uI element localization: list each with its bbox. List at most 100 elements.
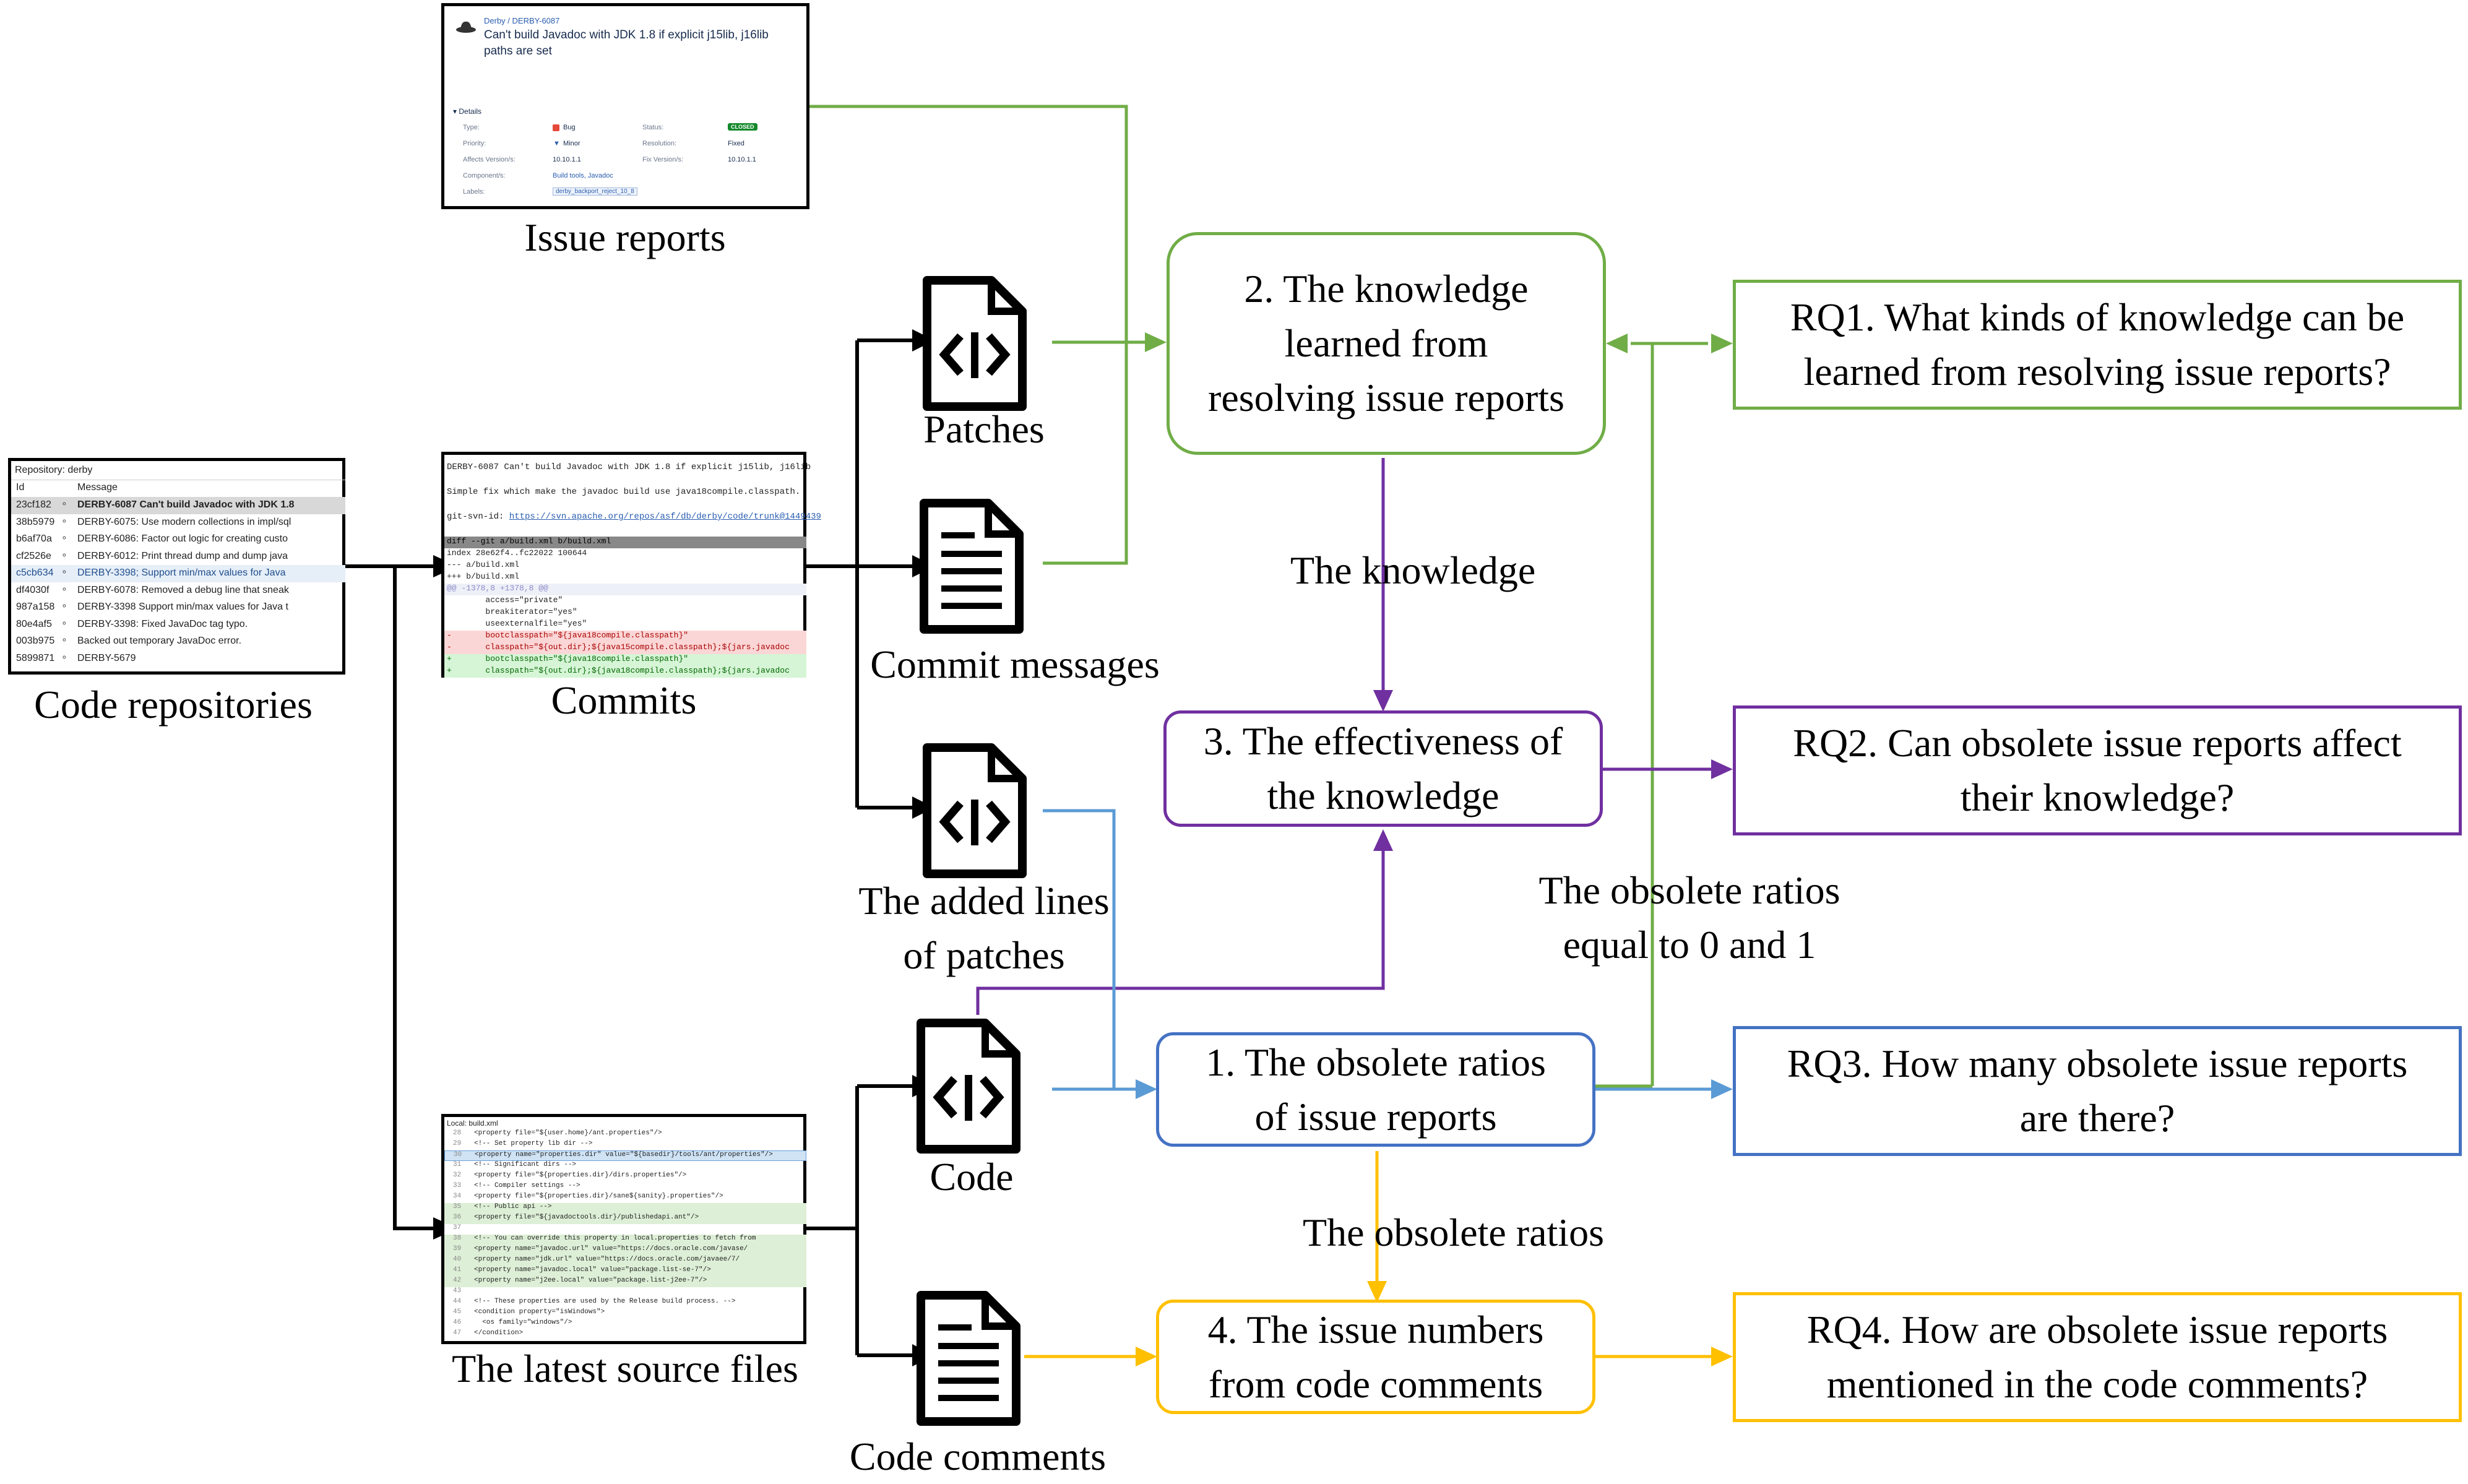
diff-line: useexternalfile="yes"	[447, 619, 587, 628]
commit-message: DERBY-5679	[77, 652, 136, 663]
code-repositories-label: Code repositories	[34, 683, 313, 727]
details-toggle[interactable]: ▾ Details	[453, 107, 481, 116]
label-tag[interactable]: derby_backport_reject_10_8	[553, 188, 637, 196]
column-header-id[interactable]: Id	[16, 482, 25, 493]
code-line: 28<property file="${user.home}/ant.prope…	[444, 1129, 806, 1140]
code-text: <property file="${properties.dir}/dirs.p…	[474, 1171, 687, 1179]
code-label: Code	[930, 1155, 1014, 1199]
line-number: 34	[453, 1193, 462, 1200]
step-4-text: 4. The issue numbers from code comments	[1207, 1307, 1544, 1406]
rq2-text: RQ2. Can obsolete issue reports affect t…	[1793, 721, 2402, 819]
line-number: 41	[453, 1266, 462, 1274]
svn-link[interactable]: https://svn.apache.org/repos/asf/db/derb…	[509, 512, 821, 522]
code-line: 31<!-- Significant dirs -->	[444, 1161, 806, 1171]
commit-message: DERBY-6075: Use modern collections in im…	[77, 516, 291, 527]
code-text: <os family="windows"/>	[474, 1319, 572, 1326]
rq3-text: RQ3. How many obsolete issue reports are…	[1787, 1042, 2408, 1140]
commit-id: 987a158	[16, 602, 55, 612]
graph-node-icon: ⚬	[61, 516, 68, 526]
commit-id: 003b975	[16, 636, 55, 646]
step-3-effectiveness-box: 3. The effectiveness of the knowledge	[1163, 710, 1603, 827]
commit-message: DERBY-6078: Removed a debug line that sn…	[77, 584, 289, 595]
table-row[interactable]: 5899871 ⚬ DERBY-5679	[11, 650, 345, 668]
document-icon	[919, 498, 1024, 634]
code-line[interactable]: 30<property name="properties.dir" value=…	[444, 1150, 806, 1161]
field-row: Labels: derby_backport_reject_10_8	[463, 188, 809, 204]
line-number: 46	[453, 1319, 462, 1326]
line-number: 28	[453, 1129, 462, 1137]
code-line: 41 <property name="javadoc.local" value="…	[444, 1266, 806, 1277]
code-text: <condition property="isWindows">	[474, 1308, 605, 1316]
commits-label: Commits	[551, 678, 697, 722]
field-value: Minor	[563, 140, 580, 147]
table-row[interactable]: 80e4af5 ⚬ DERBY-3398: Fixed JavaDoc tag …	[11, 616, 345, 634]
chevron-down-icon: ▾	[453, 107, 459, 116]
field-row: Type: Bug Status: CLOSED	[463, 123, 809, 140]
diff-line: - bootclasspath="${java18compile.classpa…	[444, 631, 806, 642]
diff-line: @@ -1378,8 +1378,8 @@	[444, 584, 806, 595]
edge-label-obsolete-ratios-01-line-1: The obsolete ratios	[1538, 868, 1840, 912]
added-lines-label-2: of patches	[903, 933, 1065, 977]
details-label: Details	[459, 107, 482, 116]
bug-icon	[553, 124, 559, 131]
commit-id: cf2526e	[16, 550, 51, 561]
code-text: <property name="javadoc.local" value="pa…	[474, 1266, 711, 1274]
code-line: 40 <property name="jdk.url" value="https:…	[444, 1256, 806, 1266]
field-key: Labels:	[463, 188, 485, 196]
field-key: Status:	[642, 124, 664, 131]
latest-source-files-label: The latest source files	[452, 1347, 798, 1391]
step-2-text: 2. The knowledge learned from resolving …	[1208, 267, 1564, 420]
issue-reports-label: Issue reports	[524, 215, 726, 259]
column-header-message[interactable]: Message	[77, 482, 118, 493]
code-line: 36<property file="${javadoctools.dir}/pu…	[444, 1214, 806, 1224]
commit-id: 23cf182	[16, 499, 51, 510]
diff-line: access="private"	[447, 595, 563, 605]
table-row[interactable]: 38b5979 ⚬ DERBY-6075: Use modern collect…	[11, 514, 345, 532]
commit-screenshot: DERBY-6087 Can't build Javadoc with JDK …	[441, 452, 821, 678]
line-number: 43	[453, 1287, 462, 1295]
code-comments-label: Code comments	[849, 1434, 1107, 1478]
step-2-knowledge-box: 2. The knowledge learned from resolving …	[1167, 232, 1606, 455]
component-link[interactable]: Build tools, Javadoc	[553, 172, 613, 179]
graph-node-icon: ⚬	[61, 652, 68, 662]
code-line: 34<property file="${properties.dir}/sane…	[444, 1193, 806, 1203]
code-text: <!-- Compiler settings -->	[474, 1182, 580, 1189]
graph-node-icon: ⚬	[61, 584, 68, 594]
issue-type-icon	[455, 20, 477, 33]
table-row[interactable]: cf2526e ⚬ DERBY-6012: Print thread dump …	[11, 548, 345, 566]
code-line: 46 <os family="windows"/>	[444, 1319, 806, 1329]
diff-line: index 28e62f4..fc22022 100644	[447, 548, 587, 558]
table-row[interactable]: 987a158 ⚬ DERBY-3398 Support min/max val…	[11, 599, 345, 616]
table-row[interactable]: 003b975 ⚬ Backed out temporary JavaDoc e…	[11, 633, 345, 650]
step-4-issue-numbers-box: 4. The issue numbers from code comments	[1156, 1300, 1595, 1414]
patches-label: Patches	[923, 407, 1045, 451]
graph-node-icon: ⚬	[61, 618, 68, 628]
issue-breadcrumb[interactable]: Derby / DERBY-6087	[484, 16, 560, 25]
table-row[interactable]: b6af70a ⚬ DERBY-6086: Factor out logic f…	[11, 531, 345, 548]
source-file-screenshot: Local: build.xml 28<property file="${use…	[441, 1114, 806, 1344]
code-line: 45<condition property="isWindows">	[444, 1308, 806, 1319]
rq2-box: RQ2. Can obsolete issue reports affect t…	[1733, 705, 2462, 835]
diff-line: diff --git a/build.xml b/build.xml	[444, 537, 806, 548]
repository-name: Repository: derby	[15, 465, 93, 475]
graph-node-icon: ⚬	[61, 533, 68, 543]
code-text: <property name="j2ee.local" value="packa…	[474, 1277, 707, 1284]
line-number: 29	[453, 1140, 462, 1147]
line-number: 40	[453, 1256, 462, 1263]
code-text: </condition>	[474, 1329, 524, 1337]
document-icon	[916, 1290, 1021, 1426]
code-line: 38<!-- You can override this property in…	[444, 1235, 806, 1245]
table-row[interactable]: df4030f ⚬ DERBY-6078: Removed a debug li…	[11, 582, 345, 600]
code-text: <!-- You can override this property in l…	[474, 1235, 756, 1242]
code-line: 39<property name="javadoc.url" value="ht…	[444, 1245, 806, 1256]
code-file-icon	[922, 275, 1027, 412]
code-text: <property name="jdk.url" value="https://…	[474, 1256, 740, 1263]
diff-view: diff --git a/build.xml b/build.xml index…	[444, 537, 806, 678]
rq1-box: RQ1. What kinds of knowledge can be lear…	[1733, 280, 2462, 410]
table-row[interactable]: c5cb634 ⚬ DERBY-3398; Support min/max va…	[11, 565, 345, 582]
field-key: Type:	[463, 124, 480, 131]
field-key: Resolution:	[642, 140, 677, 147]
field-key: Priority:	[463, 140, 486, 147]
table-row[interactable]: 23cf182 ⚬ DERBY-6087 Can't build Javadoc…	[11, 497, 345, 514]
line-number: 32	[453, 1171, 462, 1179]
